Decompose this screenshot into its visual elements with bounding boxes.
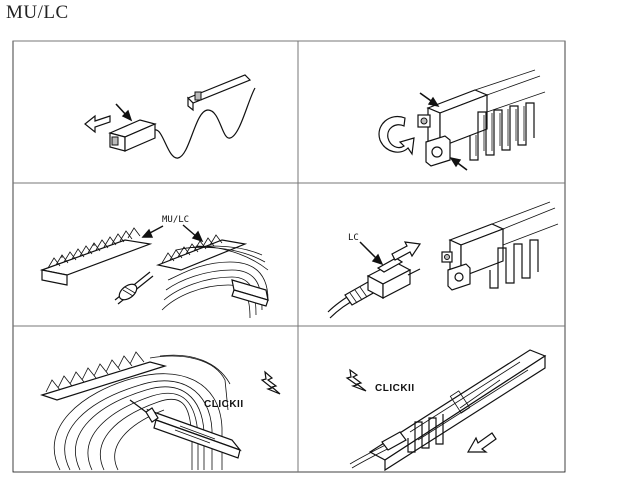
panel-2: [378, 69, 546, 171]
single-connector-click-icon: [345, 349, 547, 472]
panel6-sound-label: CLICKII: [375, 383, 415, 394]
panel4-connector-label: LC: [348, 233, 359, 243]
panel-4: LC: [327, 201, 559, 319]
mu-lc-array-icon: [39, 224, 269, 319]
panel-3: MU/LC: [39, 215, 269, 319]
panel-5: CLICKII: [40, 351, 281, 471]
panel-6: CLICKII: [345, 349, 547, 472]
rotate-cleaner-icon: [378, 69, 546, 171]
panel-1: [84, 74, 256, 159]
panel3-connector-label: MU/LC: [162, 215, 189, 225]
panel5-sound-label: CLICKII: [204, 399, 244, 410]
panel-array-click-icon: [40, 351, 281, 471]
page-title: MU/LC: [6, 2, 69, 23]
insert-cleaner-icon: [84, 74, 256, 159]
panel-grid: [12, 40, 566, 473]
lc-connector-icon: [327, 201, 559, 319]
